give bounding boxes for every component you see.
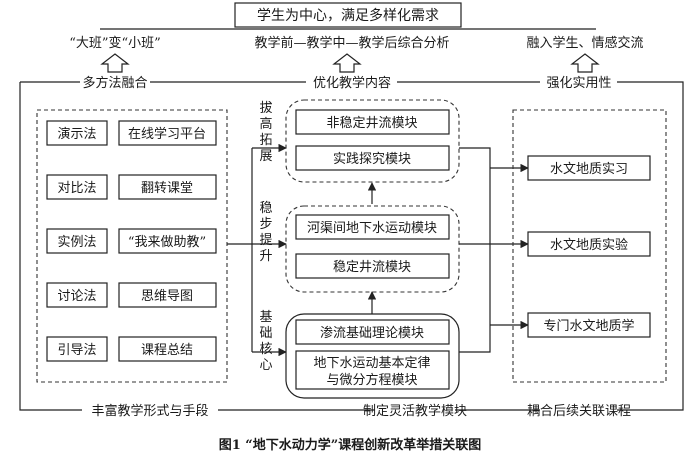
module-label: 渗流基础理论模块 <box>320 326 424 341</box>
outer-frame <box>19 81 684 411</box>
svg-text:拔: 拔 <box>259 101 272 116</box>
method-box <box>46 120 108 146</box>
method-box <box>46 174 108 200</box>
tool-label: “我来做助教” <box>128 234 206 250</box>
method-box <box>46 228 108 254</box>
module-box <box>295 214 450 240</box>
svg-text:提: 提 <box>259 232 272 248</box>
bottom-left-label: 丰富教学形式与手段 <box>91 403 208 419</box>
practice-box <box>527 231 651 257</box>
method-label: 对比法 <box>57 181 96 196</box>
module-label: 地下水运动基本定律与微分方程模块 <box>313 356 430 388</box>
practice-box <box>527 312 651 338</box>
module-box <box>295 145 450 171</box>
method-box <box>46 336 108 362</box>
method-label: 实例法 <box>57 235 96 250</box>
module-box <box>295 253 450 279</box>
tool-box <box>118 282 217 308</box>
tool-box <box>118 120 217 146</box>
method-label: 引导法 <box>57 343 96 358</box>
practice-group <box>512 109 667 383</box>
svg-text:心: 心 <box>259 358 272 373</box>
module-group <box>285 99 460 183</box>
modules-layer: 非稳定井流模块实践探究模块河渠间地下水运动模块稳定井流模块渗流基础理论模块地下水… <box>285 99 460 399</box>
svg-text:基: 基 <box>259 310 272 325</box>
tool-label: 翻转课堂 <box>141 181 193 196</box>
module-box <box>295 350 450 390</box>
mid-center-label: 优化教学内容 <box>313 75 391 91</box>
module-label: 稳定井流模块 <box>333 259 411 275</box>
svg-text:拓: 拓 <box>259 133 272 148</box>
tool-label: 课程总结 <box>141 343 193 358</box>
top-center-label: 教学前—教学中—教学后综合分析 <box>254 35 449 51</box>
module-label: 河渠间地下水运动模块 <box>307 221 437 236</box>
goal-box <box>234 2 462 28</box>
top-right-label: 融入学生、情感交流 <box>526 35 643 51</box>
practice-label: 专门水文地质学 <box>543 318 634 334</box>
svg-text:稳: 稳 <box>259 200 272 216</box>
mid-left-label: 多方法融合 <box>82 75 147 91</box>
method-label: 演示法 <box>57 126 96 142</box>
svg-text:核: 核 <box>259 342 272 357</box>
module-label: 非稳定井流模块 <box>326 115 417 131</box>
svg-text:升: 升 <box>259 249 272 264</box>
tool-box <box>118 336 217 362</box>
top-left-label: “大班”变“小班” <box>69 35 161 51</box>
svg-text:步: 步 <box>259 217 272 232</box>
method-box <box>46 282 108 308</box>
hollow-arrow-center <box>332 53 362 73</box>
tool-box <box>118 174 217 200</box>
figure-caption: 图1 “地下水动力学”课程创新改革举措关联图 <box>219 437 482 453</box>
svg-text:高: 高 <box>259 116 272 132</box>
svg-text:展: 展 <box>259 149 272 164</box>
method-label: 讨论法 <box>57 289 96 304</box>
svg-text:础: 础 <box>259 326 272 341</box>
hollow-arrow-left <box>100 53 130 73</box>
methods-group <box>36 109 228 383</box>
module-label: 实践探究模块 <box>333 152 411 167</box>
tool-label: 在线学习平台 <box>128 126 206 142</box>
goal-text: 学生为中心，满足多样化需求 <box>257 7 439 24</box>
hollow-arrow-right <box>570 53 600 73</box>
right-bracket <box>459 147 491 353</box>
mid-right-label: 强化实用性 <box>546 76 611 91</box>
module-box <box>295 319 450 345</box>
practice-box <box>527 155 651 181</box>
practice-label: 水文地质实验 <box>550 237 628 253</box>
module-box <box>295 109 450 135</box>
tool-box <box>118 228 217 254</box>
bottom-center-label: 制定灵活教学模块 <box>363 403 467 419</box>
tool-label: 思维导图 <box>141 289 193 304</box>
practice-label: 水文地质实习 <box>550 162 628 177</box>
bottom-right-label: 耦合后续关联课程 <box>527 404 631 419</box>
